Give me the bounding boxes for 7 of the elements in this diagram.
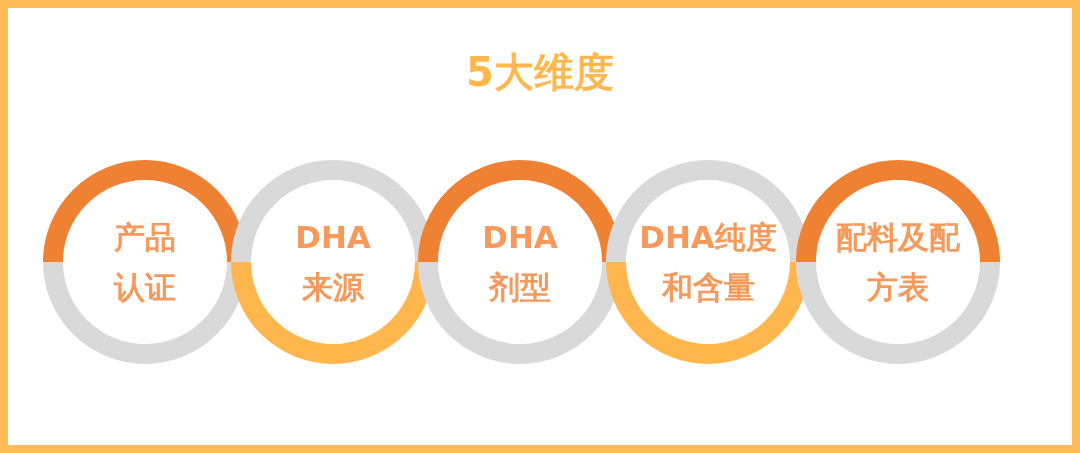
ring-label: DHA纯度和含量 [638,218,778,307]
ring-label: DHA来源 [294,218,372,307]
ring-label: DHA剂型 [481,218,559,307]
ring-label: 产品认证 [112,218,177,307]
title: 5大维度 [465,48,615,97]
ring [796,160,1000,364]
ring-label: 配料及配方表 [835,218,961,307]
